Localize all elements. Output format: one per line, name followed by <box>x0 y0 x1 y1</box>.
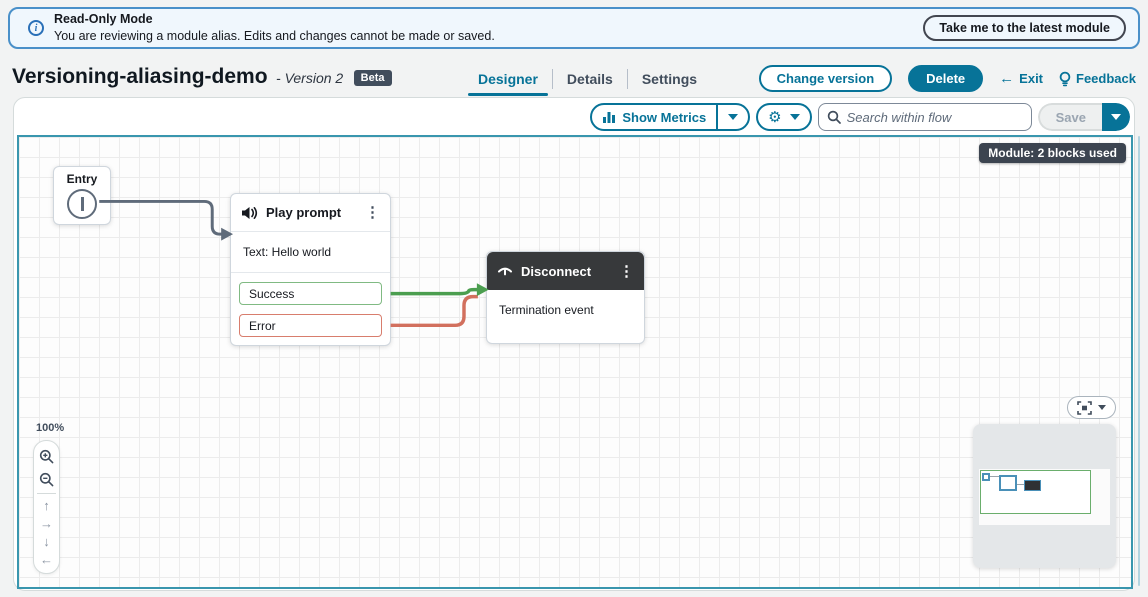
tab-divider <box>626 69 628 89</box>
canvas-scrollbar[interactable] <box>1138 136 1140 586</box>
disconnect-body: Termination event <box>499 303 594 317</box>
kebab-menu-icon[interactable]: ⋮ <box>365 204 380 221</box>
flow-canvas[interactable]: Module: 2 blocks used Entry Play prompt … <box>17 135 1133 589</box>
save-button[interactable]: Save <box>1037 103 1102 131</box>
zoom-pan-controls: ↑ → ↓ ← <box>33 440 60 574</box>
flow-connectors <box>99 199 489 328</box>
change-version-button[interactable]: Change version <box>758 65 893 92</box>
gear-icon: ⚙ <box>768 108 782 126</box>
entry-block-label: Entry <box>66 172 98 186</box>
minimap[interactable] <box>973 424 1116 568</box>
zoom-in-button[interactable] <box>34 445 59 468</box>
exit-button[interactable]: ← Exit <box>999 70 1044 87</box>
play-prompt-body: Text: Hello world <box>231 232 390 273</box>
divider <box>37 493 56 495</box>
minimap-wire <box>1017 484 1025 485</box>
canvas-toolbar: Show Metrics ⚙ Save <box>590 103 1130 131</box>
play-prompt-header: Play prompt ⋮ <box>231 194 390 232</box>
page-title: Versioning-aliasing-demo <box>12 65 268 88</box>
minimap-viewport[interactable] <box>980 470 1091 514</box>
fit-view-icon <box>1077 400 1092 415</box>
banner-title: Read-Only Mode <box>54 12 153 27</box>
flow-settings-button[interactable]: ⚙ <box>758 105 785 129</box>
disconnect-block[interactable]: Disconnect ⋮ Termination event <box>486 251 645 344</box>
phone-disconnect-icon <box>498 267 512 276</box>
play-prompt-block[interactable]: Play prompt ⋮ Text: Hello world Success … <box>230 193 391 346</box>
tab-settings[interactable]: Settings <box>641 71 698 87</box>
pan-up-button[interactable]: ↑ <box>43 497 50 513</box>
banner-message: You are reviewing a module alias. Edits … <box>54 29 495 43</box>
tab-divider <box>551 69 553 89</box>
page-header: Versioning-aliasing-demo - Version 2 Bet… <box>12 63 1136 97</box>
feedback-button[interactable]: Feedback <box>1059 71 1136 87</box>
metrics-dropdown-button[interactable] <box>718 105 748 129</box>
designer-panel: Show Metrics ⚙ Save <box>13 97 1135 591</box>
connector-success-to-disconnect <box>390 287 478 296</box>
info-icon: i <box>28 20 44 36</box>
kebab-menu-icon[interactable]: ⋮ <box>619 262 634 280</box>
save-dropdown-button[interactable] <box>1102 103 1130 131</box>
fit-view-button[interactable] <box>1067 396 1116 419</box>
minimap-entry-node <box>982 473 990 481</box>
search-icon <box>827 110 841 124</box>
disconnect-header: Disconnect ⋮ <box>487 252 644 290</box>
module-usage-badge: Module: 2 blocks used <box>979 143 1126 163</box>
pan-left-button[interactable]: ← <box>40 552 53 568</box>
show-metrics-button[interactable]: Show Metrics <box>592 105 716 129</box>
version-label: - Version 2 <box>276 70 344 86</box>
tab-details[interactable]: Details <box>566 71 613 87</box>
settings-split-button: ⚙ <box>756 103 812 131</box>
tab-bar: Designer Details Settings <box>464 63 711 96</box>
bar-chart-icon <box>603 111 616 123</box>
entry-block[interactable]: Entry <box>53 166 111 225</box>
pan-right-button[interactable]: → <box>40 515 53 531</box>
chevron-down-icon <box>1111 114 1121 120</box>
connector-entry-to-play <box>99 199 223 236</box>
chevron-down-icon <box>789 114 800 120</box>
beta-badge: Beta <box>353 70 392 86</box>
lightbulb-icon <box>1059 71 1071 86</box>
header-actions: Change version Delete ← Exit Feedback <box>758 65 1136 92</box>
chevron-down-icon <box>728 114 739 120</box>
zoom-level-label: 100% <box>36 422 65 434</box>
show-metrics-split-button: Show Metrics <box>590 103 751 131</box>
entry-port-icon[interactable] <box>67 189 97 219</box>
connector-error-to-disconnect <box>390 294 478 328</box>
zoom-in-icon <box>39 449 54 464</box>
minimap-disconnect-node <box>1024 480 1041 491</box>
play-prompt-title: Play prompt <box>266 205 342 220</box>
banner-text: Read-Only Mode You are reviewing a modul… <box>54 11 923 45</box>
readonly-banner: i Read-Only Mode You are reviewing a mod… <box>8 7 1140 49</box>
minimap-play-prompt-node <box>999 475 1017 491</box>
settings-dropdown-button[interactable] <box>786 105 810 129</box>
latest-module-button[interactable]: Take me to the latest module <box>923 15 1126 41</box>
minimap-wire <box>990 476 1000 477</box>
disconnect-title: Disconnect <box>521 263 592 279</box>
search-box <box>817 103 1032 131</box>
speaker-icon <box>242 206 258 219</box>
save-split-button: Save <box>1037 103 1130 131</box>
output-success[interactable]: Success <box>239 282 382 305</box>
zoom-out-button[interactable] <box>34 468 59 491</box>
pan-down-button[interactable]: ↓ <box>43 534 50 550</box>
chevron-down-icon <box>1098 405 1106 410</box>
arrow-left-icon: ← <box>999 70 1015 87</box>
delete-button[interactable]: Delete <box>908 65 984 92</box>
output-error[interactable]: Error <box>239 314 382 337</box>
zoom-out-icon <box>39 472 54 487</box>
search-input[interactable] <box>846 109 1023 125</box>
tab-designer[interactable]: Designer <box>464 65 552 96</box>
